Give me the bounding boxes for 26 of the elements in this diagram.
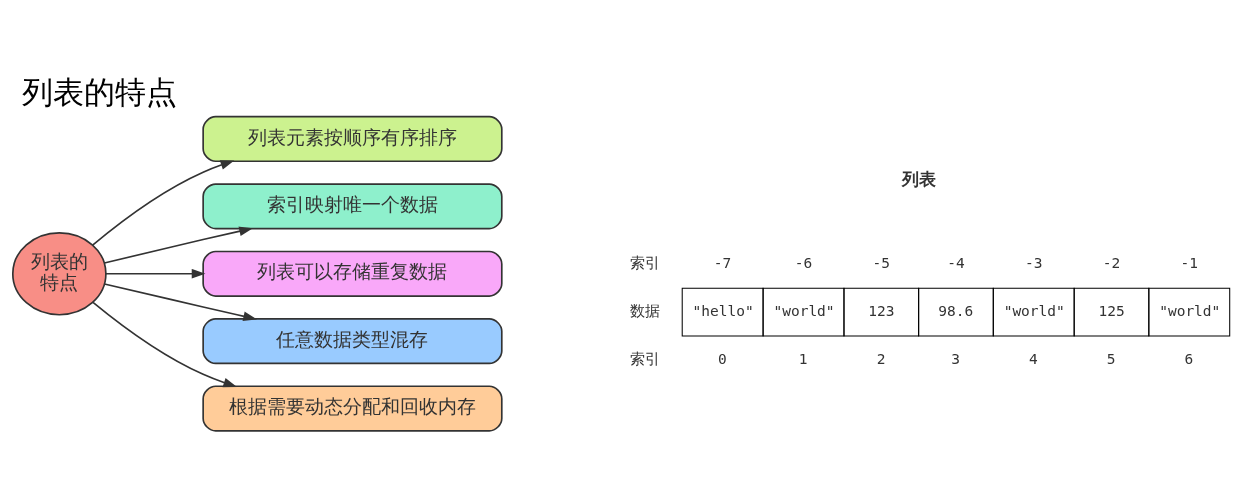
- label: -3: [1024, 254, 1043, 271]
- label: 125: [1098, 302, 1125, 319]
- label: 1: [798, 350, 808, 367]
- label: "world": [773, 302, 835, 319]
- label: 4: [1029, 350, 1038, 367]
- label: 5: [1106, 350, 1116, 367]
- label: -5: [872, 254, 890, 271]
- label: 列表: [902, 169, 937, 189]
- label: 数据: [629, 302, 660, 319]
- label: 0: [717, 350, 727, 367]
- diagram-title: 列表的特点: [22, 73, 178, 110]
- label: 3: [951, 350, 961, 367]
- label: -4: [947, 254, 965, 271]
- label: 6: [1184, 350, 1194, 367]
- label: "world": [1003, 302, 1065, 319]
- label: -1: [1180, 254, 1198, 271]
- label: "world": [1159, 302, 1221, 319]
- label: 123: [868, 302, 895, 319]
- label: 98.6: [938, 302, 974, 319]
- label: 索引: [629, 254, 660, 271]
- label: -6: [794, 254, 813, 271]
- label: 2: [876, 350, 886, 367]
- label: -7: [713, 254, 732, 271]
- label: -2: [1102, 254, 1121, 271]
- label: "hello": [692, 302, 754, 319]
- label: 索引: [629, 350, 660, 367]
